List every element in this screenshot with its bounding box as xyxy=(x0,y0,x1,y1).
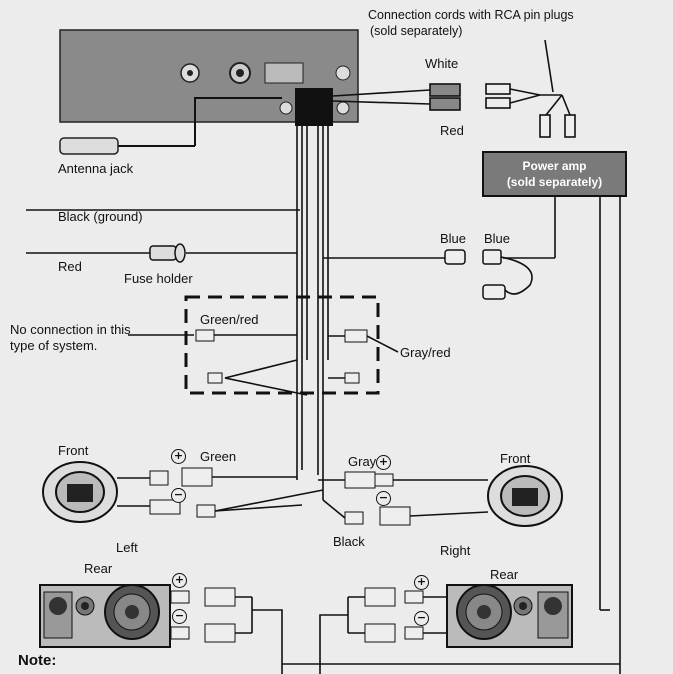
blue-label-2: Blue xyxy=(484,231,511,246)
plus-icon: + xyxy=(376,455,391,470)
minus-icon: − xyxy=(414,611,429,626)
power-amp-sublabel: (sold separately) xyxy=(506,175,603,189)
fuse-holder-label: Fuse holder xyxy=(124,271,193,286)
minus-icon: − xyxy=(172,609,187,624)
rca-cords xyxy=(332,39,576,138)
rca-sold-label: (sold separately) xyxy=(370,24,463,38)
blue-connectors xyxy=(444,249,533,300)
rca-cords-label: Connection cords with RCA pin plugs xyxy=(368,8,574,22)
minus-icon: − xyxy=(171,488,186,503)
right-label: Right xyxy=(440,543,471,558)
power-amp-label: Power amp xyxy=(522,159,587,173)
red-rca-label: Red xyxy=(440,123,464,138)
front-right-label: Front xyxy=(500,451,531,466)
note-heading: Note: xyxy=(18,652,57,669)
no-connection-box xyxy=(128,295,399,396)
gray-label: Gray xyxy=(348,454,377,469)
plus-icon: + xyxy=(414,575,429,590)
no-connection-label-1: No connection in this xyxy=(10,322,131,337)
gray-red-label: Gray/red xyxy=(400,345,451,360)
green-label: Green xyxy=(200,449,237,464)
red-label: Red xyxy=(58,259,82,274)
fuse-holder xyxy=(149,243,186,263)
rear-right-label: Rear xyxy=(490,567,519,582)
black-ground-label: Black (ground) xyxy=(58,209,143,224)
rear-left-speaker xyxy=(39,584,620,674)
green-red-label: Green/red xyxy=(200,312,259,327)
plus-icon: + xyxy=(171,449,186,464)
wire-harness xyxy=(26,126,445,500)
antenna-jack xyxy=(59,97,282,155)
no-connection-label-2: type of system. xyxy=(10,338,98,353)
front-left-label: Front xyxy=(58,443,89,458)
white-label: White xyxy=(425,56,459,71)
front-right-speaker xyxy=(318,465,563,527)
black-label: Black xyxy=(333,534,365,549)
front-left-speaker xyxy=(42,461,324,523)
power-amp xyxy=(482,151,627,674)
left-label: Left xyxy=(116,540,138,555)
minus-icon: − xyxy=(376,491,391,506)
head-unit xyxy=(59,29,359,126)
plus-icon: + xyxy=(172,573,187,588)
blue-label-1: Blue xyxy=(440,231,467,246)
rear-right-speaker xyxy=(319,584,610,674)
antenna-jack-label: Antenna jack xyxy=(58,161,134,176)
rear-left-label: Rear xyxy=(84,561,113,576)
